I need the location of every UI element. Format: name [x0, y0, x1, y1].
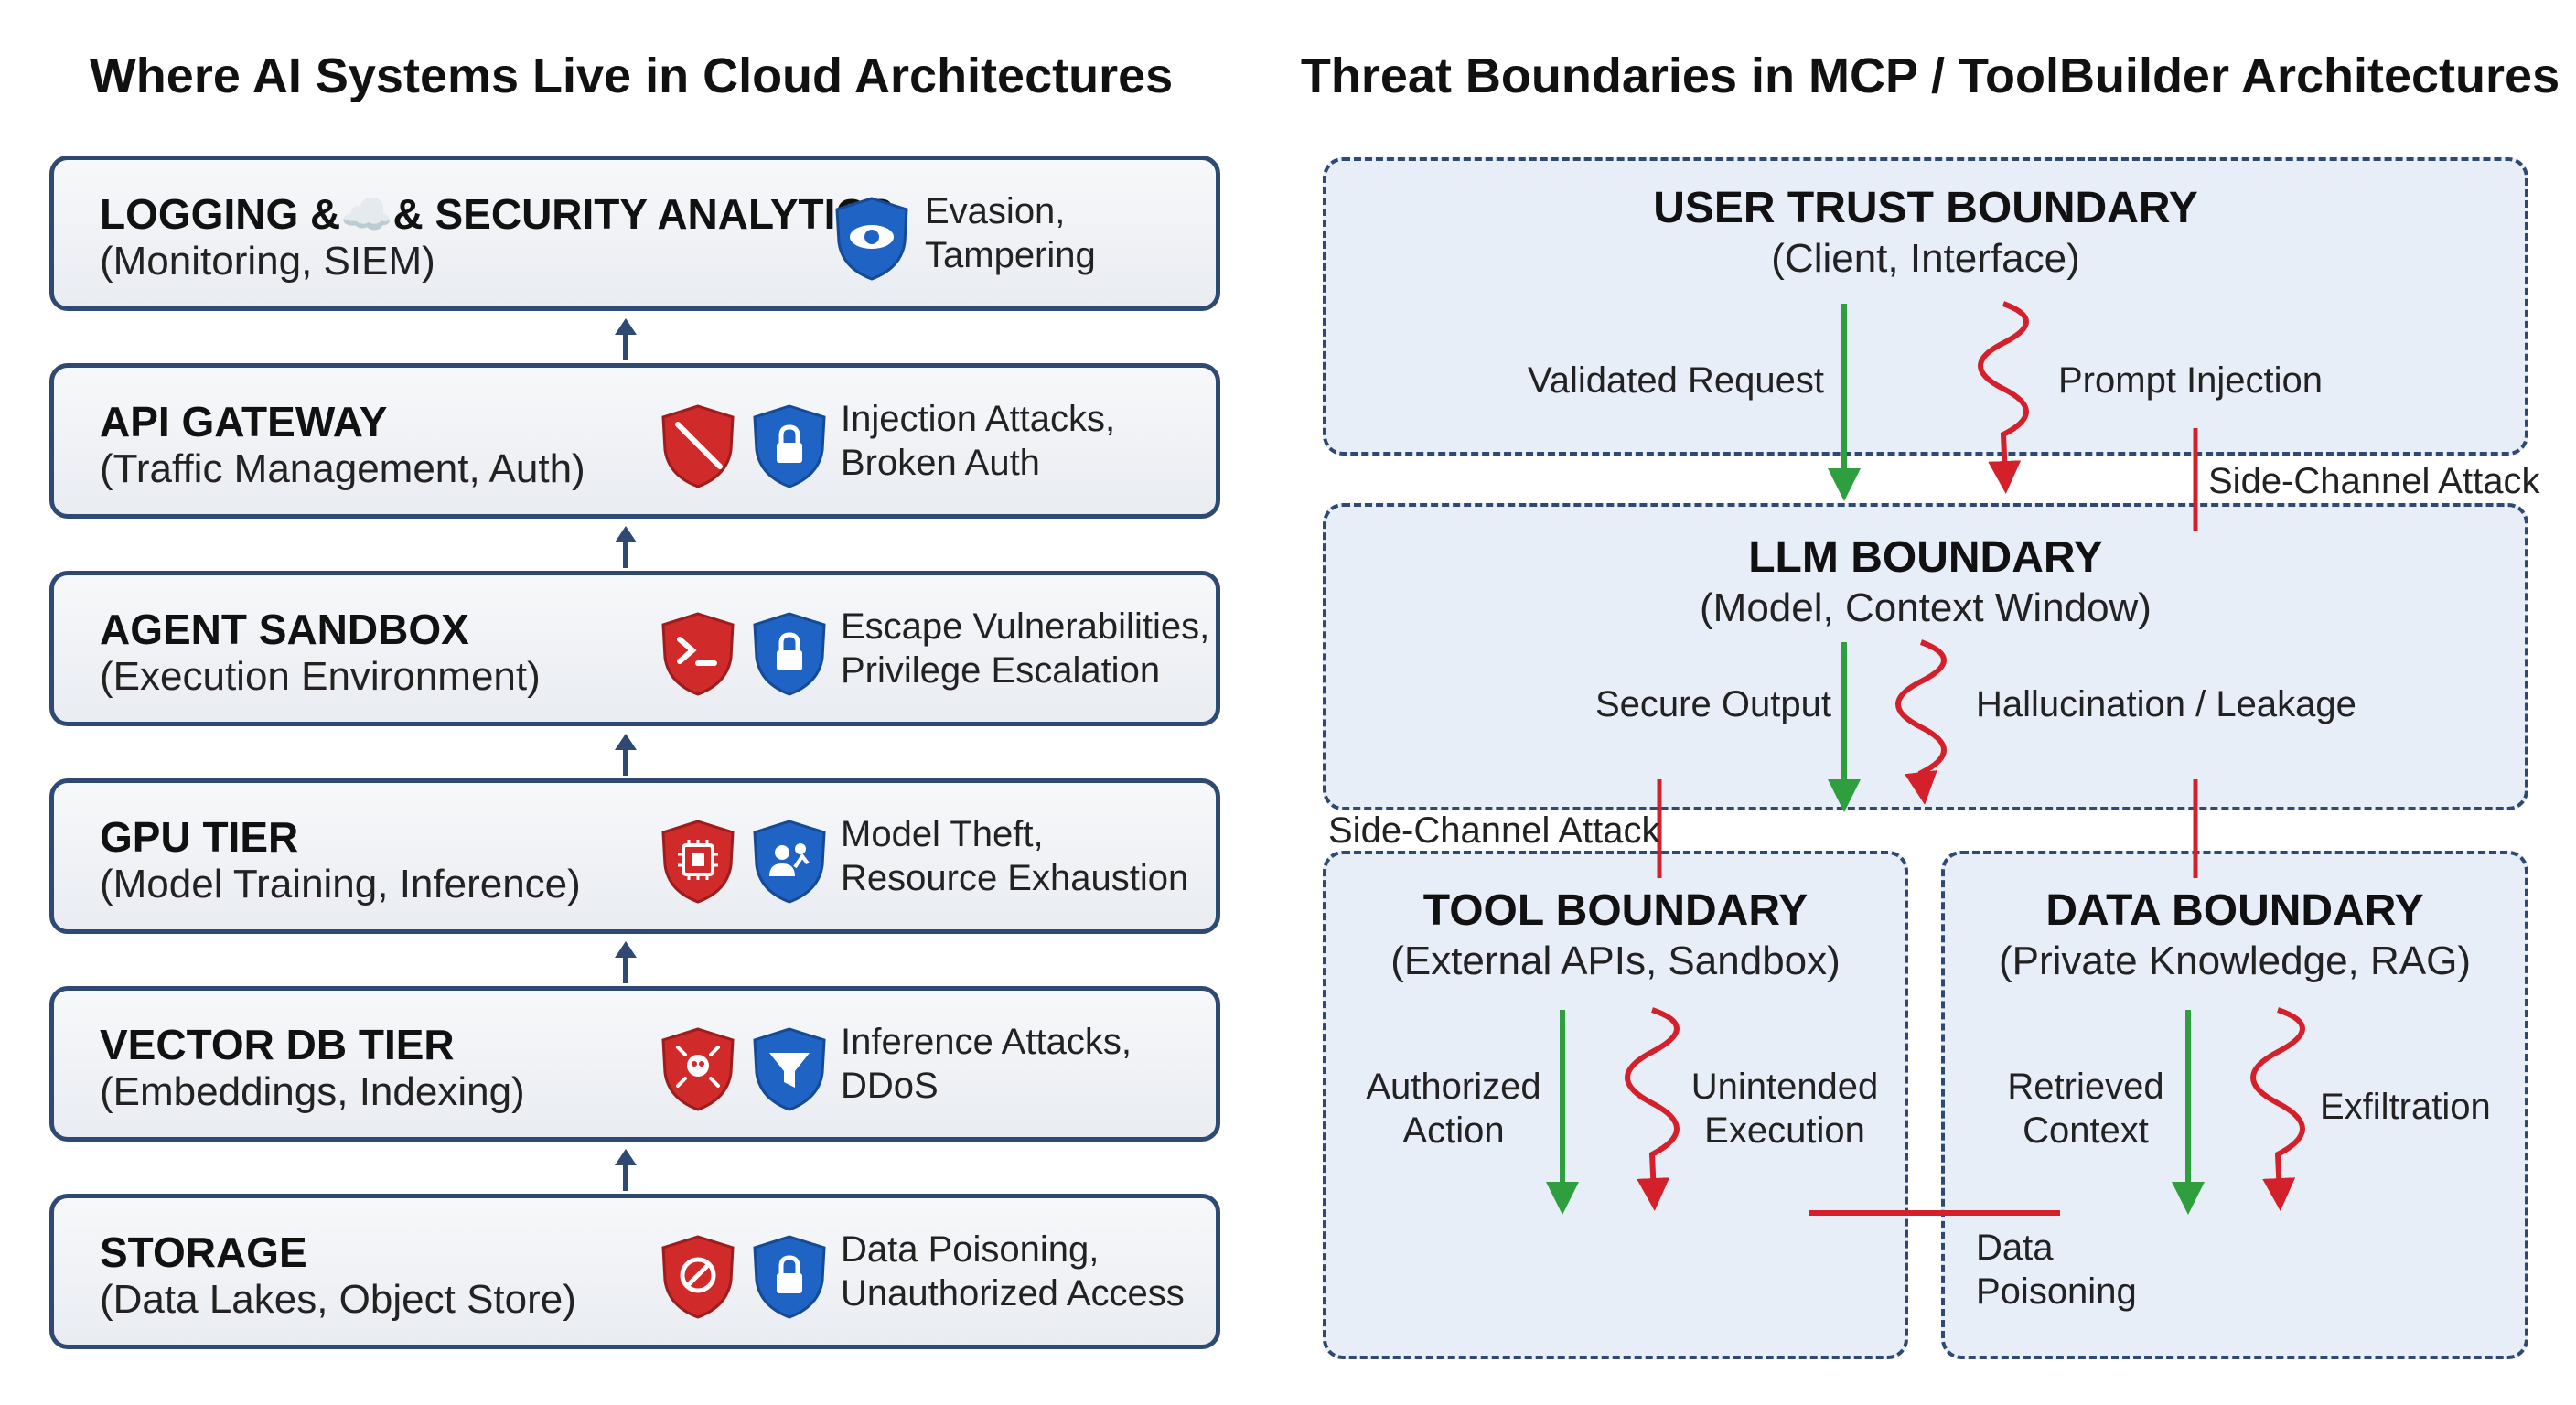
side-channel-label: Side-Channel Attack — [1328, 810, 1660, 851]
user-trust-boundary: USER TRUST BOUNDARY (Client, Interface) — [1323, 157, 2528, 456]
secure-output-label: Secure Output — [1595, 684, 1831, 724]
tier-logging: LOGGING &☁️& SECURITY ANALYTICS (Monitor… — [49, 156, 1220, 311]
lock-icon — [753, 1235, 826, 1319]
tier-threats: Injection Attacks, Broken Auth — [841, 397, 1115, 485]
lock-icon — [753, 404, 826, 488]
label-line: Context — [2023, 1110, 2149, 1151]
validated-request-label: Validated Request — [1528, 360, 1824, 401]
threat-line: Injection Attacks, — [841, 399, 1116, 439]
side-channel-label: Side-Channel Attack — [2208, 461, 2540, 501]
zone-title: TOOL BOUNDARY — [1422, 886, 1809, 935]
tier-subtitle: (Monitoring, SIEM) — [100, 239, 435, 284]
threat-line: Resource Exhaustion — [841, 858, 1189, 898]
skull-icon — [661, 1027, 735, 1111]
label-line: Data — [1976, 1228, 2054, 1268]
tier-agent-sandbox: AGENT SANDBOX (Execution Environment) Es… — [49, 571, 1220, 726]
threat-line: Tampering — [925, 235, 1096, 275]
lock-icon — [753, 612, 826, 696]
tier-threats: Data Poisoning, Unauthorized Access — [841, 1228, 1185, 1315]
zone-subtitle: (Model, Context Window) — [1700, 585, 2152, 630]
tier-storage: STORAGE (Data Lakes, Object Store) Data … — [49, 1194, 1220, 1349]
label-line: Unintended — [1690, 1067, 1879, 1107]
exfiltration-label: Exfiltration — [2320, 1087, 2491, 1127]
tier-name: STORAGE — [100, 1228, 307, 1276]
data-boundary: DATA BOUNDARY (Private Knowledge, RAG) — [1941, 851, 2528, 1359]
threat-line: Model Theft, — [841, 814, 1044, 854]
tier-subtitle: (Execution Environment) — [100, 654, 541, 699]
eye-icon — [835, 197, 908, 281]
threat-line: Privilege Escalation — [841, 650, 1161, 691]
up-arrow-icon — [615, 1149, 637, 1191]
chip-icon — [661, 820, 735, 904]
label-line: Poisoning — [1976, 1271, 2137, 1312]
data-poisoning-label: Data Poisoning — [1976, 1226, 2137, 1314]
tier-api-gateway: API GATEWAY (Traffic Management, Auth) I… — [49, 363, 1220, 519]
up-arrow-icon — [615, 734, 637, 776]
tier-name: LOGGING &☁️& SECURITY ANALYTICS — [100, 190, 895, 238]
tier-name: GPU TIER — [100, 813, 299, 861]
tier-name: VECTOR DB TIER — [100, 1021, 455, 1068]
threat-line: Unauthorized Access — [841, 1273, 1185, 1314]
tier-vector-db: VECTOR DB TIER (Embeddings, Indexing) In… — [49, 986, 1220, 1142]
tier-subtitle: (Model Training, Inference) — [100, 862, 581, 906]
up-arrow-icon — [615, 941, 637, 983]
zone-subtitle: (Client, Interface) — [1771, 236, 2080, 281]
syringe-icon — [661, 404, 735, 488]
prompt-injection-label: Prompt Injection — [2058, 360, 2324, 401]
zone-title: USER TRUST BOUNDARY — [1653, 184, 2198, 232]
tier-name: AGENT SANDBOX — [100, 606, 469, 653]
tier-threats: Inference Attacks, DDoS — [841, 1020, 1132, 1108]
up-arrow-icon — [615, 318, 637, 360]
threat-line: Evasion, — [925, 191, 1066, 231]
tier-subtitle: (Traffic Management, Auth) — [100, 446, 585, 491]
label-line: Execution — [1704, 1110, 1865, 1151]
llm-boundary: LLM BOUNDARY (Model, Context Window) — [1323, 503, 2528, 810]
authorized-action-label: Authorized Action — [1358, 1065, 1550, 1153]
hallucination-leakage-label: Hallucination / Leakage — [1976, 684, 2356, 724]
threat-line: Data Poisoning, — [841, 1229, 1100, 1270]
filter-icon — [753, 1027, 826, 1111]
threat-line: DDoS — [841, 1066, 939, 1106]
tier-threats: Model Theft, Resource Exhaustion — [841, 812, 1188, 900]
tier-gpu: GPU TIER (Model Training, Inference) Mod… — [49, 778, 1220, 934]
tier-subtitle: (Embeddings, Indexing) — [100, 1069, 525, 1114]
tool-boundary: TOOL BOUNDARY (External APIs, Sandbox) — [1323, 851, 1908, 1359]
zone-title: DATA BOUNDARY — [2045, 886, 2424, 935]
users-icon — [753, 820, 826, 904]
label-line: Retrieved — [2007, 1067, 2164, 1107]
tier-subtitle: (Data Lakes, Object Store) — [100, 1277, 576, 1322]
tier-threats: Evasion, Tampering — [925, 189, 1096, 277]
threat-line: Broken Auth — [841, 443, 1040, 483]
retrieved-context-label: Retrieved Context — [1994, 1065, 2177, 1153]
unintended-execution-label: Unintended Execution — [1689, 1065, 1881, 1153]
terminal-icon — [661, 612, 735, 696]
zone-subtitle: (External APIs, Sandbox) — [1390, 938, 1841, 983]
tier-name: API GATEWAY — [100, 398, 388, 445]
label-line: Authorized — [1366, 1067, 1541, 1107]
threat-line: Escape Vulnerabilities, — [841, 606, 1210, 647]
zone-subtitle: (Private Knowledge, RAG) — [1999, 938, 2471, 983]
threat-line: Inference Attacks, — [841, 1022, 1132, 1062]
up-arrow-icon — [615, 526, 637, 568]
label-line: Action — [1402, 1110, 1505, 1151]
left-title: Where AI Systems Live in Cloud Architect… — [89, 48, 1174, 103]
prohibited-icon — [661, 1235, 735, 1319]
right-title: Threat Boundaries in MCP / ToolBuilder A… — [1300, 48, 2560, 103]
zone-title: LLM BOUNDARY — [1748, 533, 2103, 582]
tier-threats: Escape Vulnerabilities, Privilege Escala… — [841, 605, 1209, 692]
